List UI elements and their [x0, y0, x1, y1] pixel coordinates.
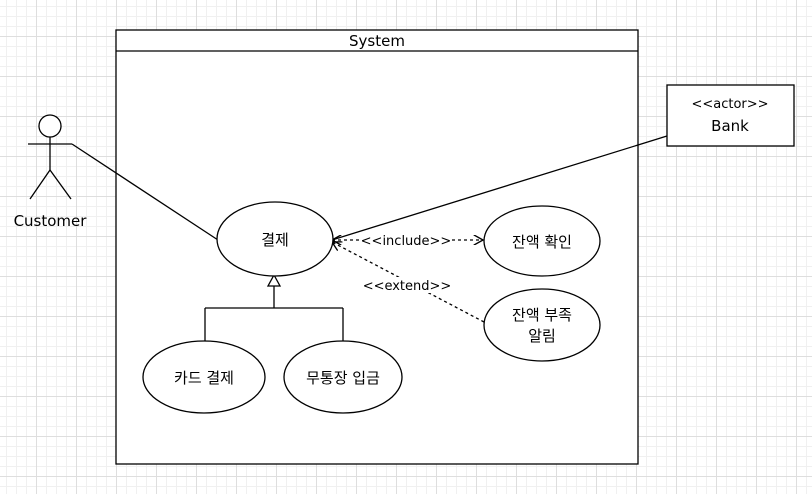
association-bank-payment[interactable] — [331, 135, 668, 241]
include-relation[interactable]: <<include>> — [332, 232, 483, 249]
use-case-low-balance-notice-line2: 알림 — [528, 327, 556, 345]
actor-bank-label: Bank — [711, 117, 749, 135]
actor-bank[interactable]: <<actor>> Bank — [666, 84, 795, 147]
actor-bank-stereotype: <<actor>> — [691, 97, 768, 112]
include-label: <<include>> — [361, 234, 452, 249]
generalization-relation[interactable] — [204, 273, 344, 342]
use-case-bank-transfer[interactable]: 무통장 입금 — [283, 340, 403, 414]
use-case-card-payment[interactable]: 카드 결제 — [142, 340, 266, 414]
actor-customer[interactable]: Customer — [14, 114, 88, 230]
extend-label: <<extend>> — [363, 279, 452, 294]
use-case-balance-check-label: 잔액 확인 — [512, 233, 572, 251]
generalization-triangle-icon — [266, 273, 282, 287]
actor-customer-label: Customer — [14, 212, 88, 230]
use-case-low-balance-notice-line1: 잔액 부족 — [512, 306, 572, 324]
system-title: System — [349, 32, 405, 50]
extend-relation[interactable]: <<extend>> — [332, 242, 485, 323]
use-case-card-payment-label: 카드 결제 — [174, 369, 234, 387]
use-case-bank-transfer-label: 무통장 입금 — [306, 369, 380, 387]
use-case-balance-check[interactable]: 잔액 확인 — [483, 205, 601, 277]
stick-figure-icon — [28, 114, 72, 200]
use-case-payment[interactable]: 결제 — [216, 201, 334, 277]
association-customer-payment[interactable] — [71, 143, 219, 241]
use-case-payment-label: 결제 — [261, 231, 289, 249]
use-case-low-balance-notice[interactable]: 잔액 부족 알림 — [483, 288, 601, 362]
